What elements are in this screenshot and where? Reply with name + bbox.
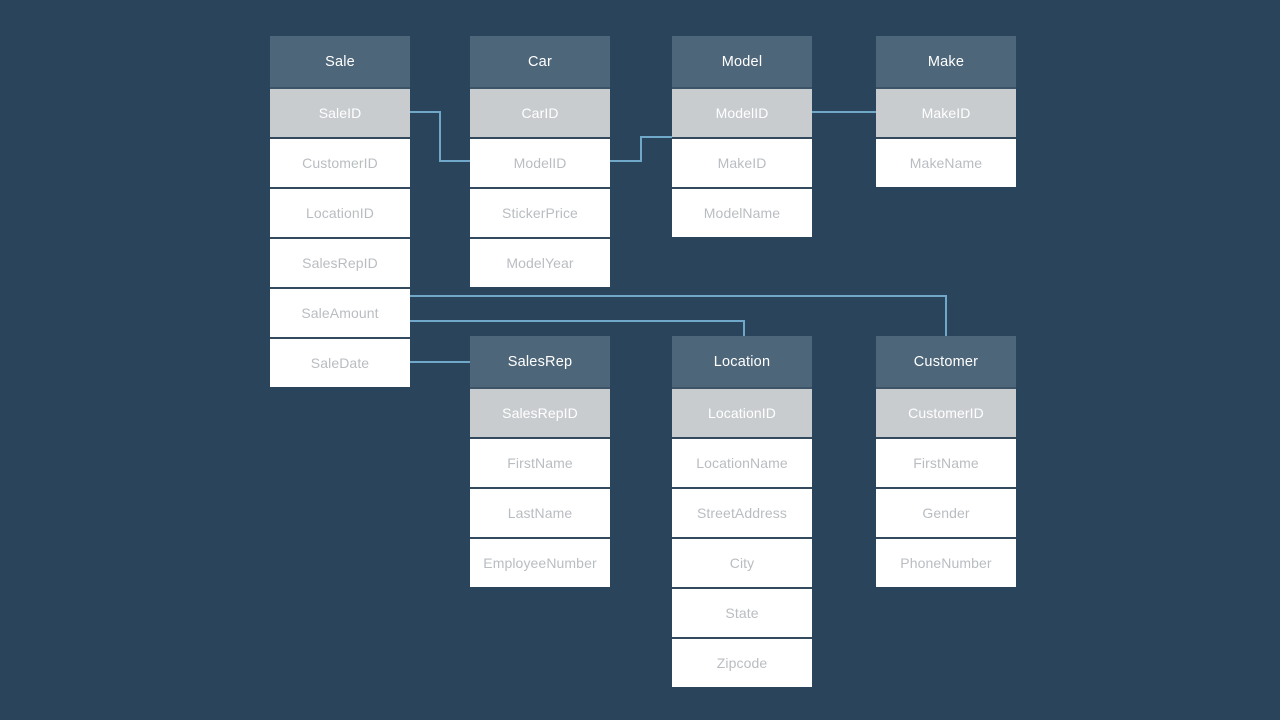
primary-key-field[interactable]: SaleID (270, 87, 410, 137)
primary-key-field[interactable]: MakeID (876, 87, 1016, 137)
relationship-sale-location (410, 320, 745, 336)
entity-title: Model (672, 36, 812, 87)
relationship-car-model (609, 136, 672, 162)
field-row[interactable]: StreetAddress (672, 487, 812, 537)
field-row[interactable]: FirstName (876, 437, 1016, 487)
primary-key-field[interactable]: SalesRepID (470, 387, 610, 437)
primary-key-field[interactable]: CarID (470, 87, 610, 137)
field-row[interactable]: SaleDate (270, 337, 410, 387)
entity-title: Sale (270, 36, 410, 87)
entity-title: Location (672, 336, 812, 387)
field-row[interactable]: CustomerID (270, 137, 410, 187)
field-row[interactable]: ModelID (470, 137, 610, 187)
primary-key-field[interactable]: LocationID (672, 387, 812, 437)
relationship-sale-car (403, 111, 470, 162)
field-row[interactable]: LastName (470, 487, 610, 537)
entity-title: SalesRep (470, 336, 610, 387)
field-row[interactable]: PhoneNumber (876, 537, 1016, 587)
entity-title: Car (470, 36, 610, 87)
field-row[interactable]: MakeName (876, 137, 1016, 187)
field-row[interactable]: City (672, 537, 812, 587)
field-row[interactable]: MakeID (672, 137, 812, 187)
primary-key-field[interactable]: CustomerID (876, 387, 1016, 437)
field-row[interactable]: Gender (876, 487, 1016, 537)
field-row[interactable]: SalesRepID (270, 237, 410, 287)
relationship-sale-customer (410, 295, 947, 336)
field-row[interactable]: StickerPrice (470, 187, 610, 237)
field-row[interactable]: EmployeeNumber (470, 537, 610, 587)
field-row[interactable]: State (672, 587, 812, 637)
field-row[interactable]: Zipcode (672, 637, 812, 687)
entity-title: Make (876, 36, 1016, 87)
field-row[interactable]: ModelName (672, 187, 812, 237)
field-row[interactable]: FirstName (470, 437, 610, 487)
primary-key-field[interactable]: ModelID (672, 87, 812, 137)
entity-title: Customer (876, 336, 1016, 387)
field-row[interactable]: ModelYear (470, 237, 610, 287)
field-row[interactable]: SaleAmount (270, 287, 410, 337)
field-row[interactable]: LocationID (270, 187, 410, 237)
field-row[interactable]: LocationName (672, 437, 812, 487)
